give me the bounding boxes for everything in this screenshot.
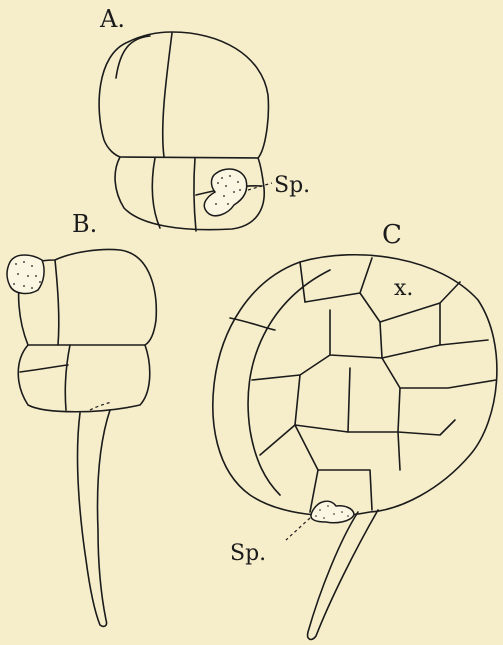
figure-b-lower-outline — [18, 345, 149, 412]
figure-c: C x. Sp. — [213, 220, 497, 639]
figure-b-stalk — [78, 410, 110, 626]
figure-a-label: A. — [99, 5, 125, 33]
figure-c-x-label: x. — [394, 276, 413, 301]
figure-c-wall-2 — [300, 262, 305, 302]
figure-a-hair — [116, 36, 150, 78]
figure-b-wall-2 — [65, 345, 70, 410]
figure-c-wall-6 — [380, 322, 440, 358]
figure-c-stalk — [308, 510, 378, 639]
figure-b-wall-1 — [55, 260, 59, 345]
figure-b: B. — [7, 210, 156, 626]
figure-c-wall-1 — [230, 318, 275, 330]
figure-a-vertical-wall — [163, 33, 172, 157]
figure-c-arc-inner — [248, 270, 330, 495]
figure-c-spore — [311, 501, 354, 523]
figure-b-spore — [7, 255, 44, 293]
figure-c-spore-leader — [286, 518, 310, 540]
figure-c-wall-11 — [398, 388, 455, 435]
figure-c-wall-14 — [295, 425, 372, 510]
figure-c-wall-5 — [440, 303, 488, 345]
figure-c-wall-13 — [260, 425, 295, 455]
figure-a-sp-label: Sp. — [274, 173, 310, 198]
figure-c-wall-7 — [330, 310, 382, 358]
figure-c-label: C — [382, 220, 402, 250]
figure-c-wall-12 — [348, 432, 400, 470]
figure-c-wall-8 — [252, 355, 330, 380]
figure-b-stalk-junction — [90, 402, 112, 410]
figure-a: A. Sp. — [99, 5, 310, 231]
figure-a-lower-wall-1 — [152, 158, 160, 228]
figure-b-label: B. — [72, 210, 97, 238]
figure-c-sp-label: Sp. — [230, 541, 266, 566]
figure-c-wall-10 — [382, 358, 496, 388]
figure-c-wall-9 — [295, 368, 350, 432]
figure-b-wall-3 — [20, 365, 68, 372]
